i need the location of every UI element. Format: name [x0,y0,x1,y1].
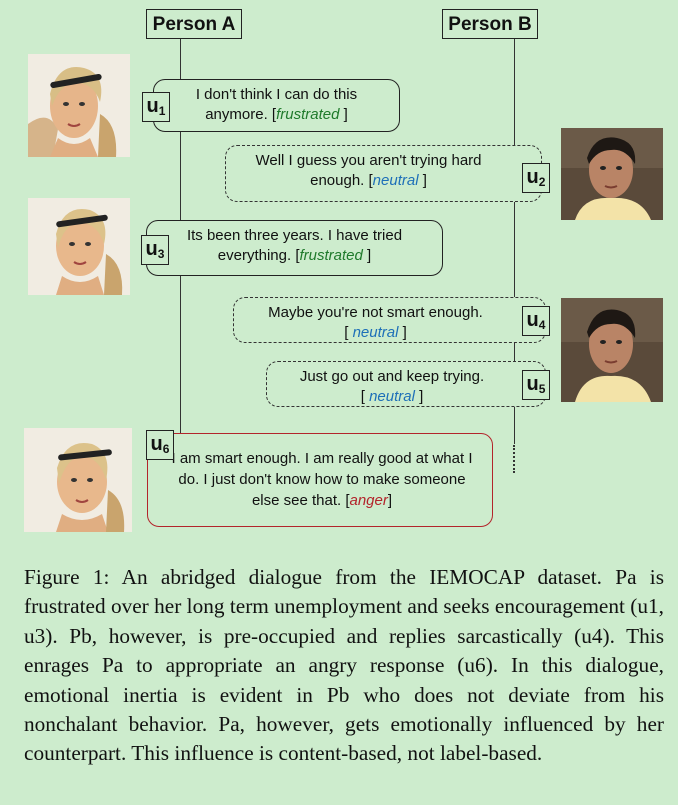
emotion-neutral: neutral [372,172,419,189]
person-a-face-image [24,428,132,532]
person-b-lifeline-dotted [513,445,515,473]
emotion-close: ] [414,388,424,405]
utterance-u3-bubble: Its been three years. I have tried every… [146,220,443,276]
emotion-close: ] [418,172,427,189]
utterance-text: Well I guess you aren't trying hard enou… [255,152,482,189]
person-b-header: Person B [442,9,538,39]
utterance-text: I am smart enough. I am really good at w… [171,450,473,509]
utterance-text: Just go out and keep trying. [299,368,485,385]
person-a-face-image [28,54,130,157]
utterance-u5-bubble: Just go out and keep trying.[ neutral ] [266,361,546,407]
person-b-face-image [561,128,663,220]
emotion-close: ] [398,324,407,341]
emotion-neutral: neutral [352,324,399,341]
emotion-anger: anger [349,492,388,509]
person-a-face-image [28,198,130,295]
emotion-close: ] [339,106,348,123]
utterance-u4-bubble: Maybe you're not smart enough.[ neutral … [233,297,546,343]
utterance-u4-label: u4 [522,306,550,336]
person-b-face-image [561,298,663,402]
utterance-u5-label: u5 [522,370,550,400]
person-a-header: Person A [146,9,242,39]
utterance-u6-bubble: I am smart enough. I am really good at w… [147,433,493,527]
utterance-u1-bubble: I don't think I can do this anymore. [fr… [153,79,400,132]
utterance-text: I don't think I can do this anymore. [ [195,86,358,123]
utterance-text: Maybe you're not smart enough. [268,304,483,321]
emotion-close: ] [362,247,372,264]
utterance-u3-label: u3 [141,235,169,265]
utterance-u2-label: u2 [522,163,550,193]
emotion-frustrated: frustrated [276,106,340,123]
dialogue-figure: Person A Person B [24,9,663,532]
caption-label: Figure 1: [24,565,110,589]
caption-text: An abridged dialogue from the IEMOCAP da… [24,565,665,766]
utterance-u2-bubble: Well I guess you aren't trying hard enou… [225,145,542,202]
figure-caption: Figure 1: An abridged dialogue from the … [24,563,664,769]
emotion-close: ] [387,492,393,509]
utterance-u1-label: u1 [142,92,170,122]
emotion-neutral: neutral [369,388,415,405]
person-b-lifeline [514,39,515,444]
emotion-frustrated: frustrated [299,247,363,264]
utterance-u6-label: u6 [146,430,174,460]
utterance-text: Its been three years. I have tried every… [186,227,403,264]
